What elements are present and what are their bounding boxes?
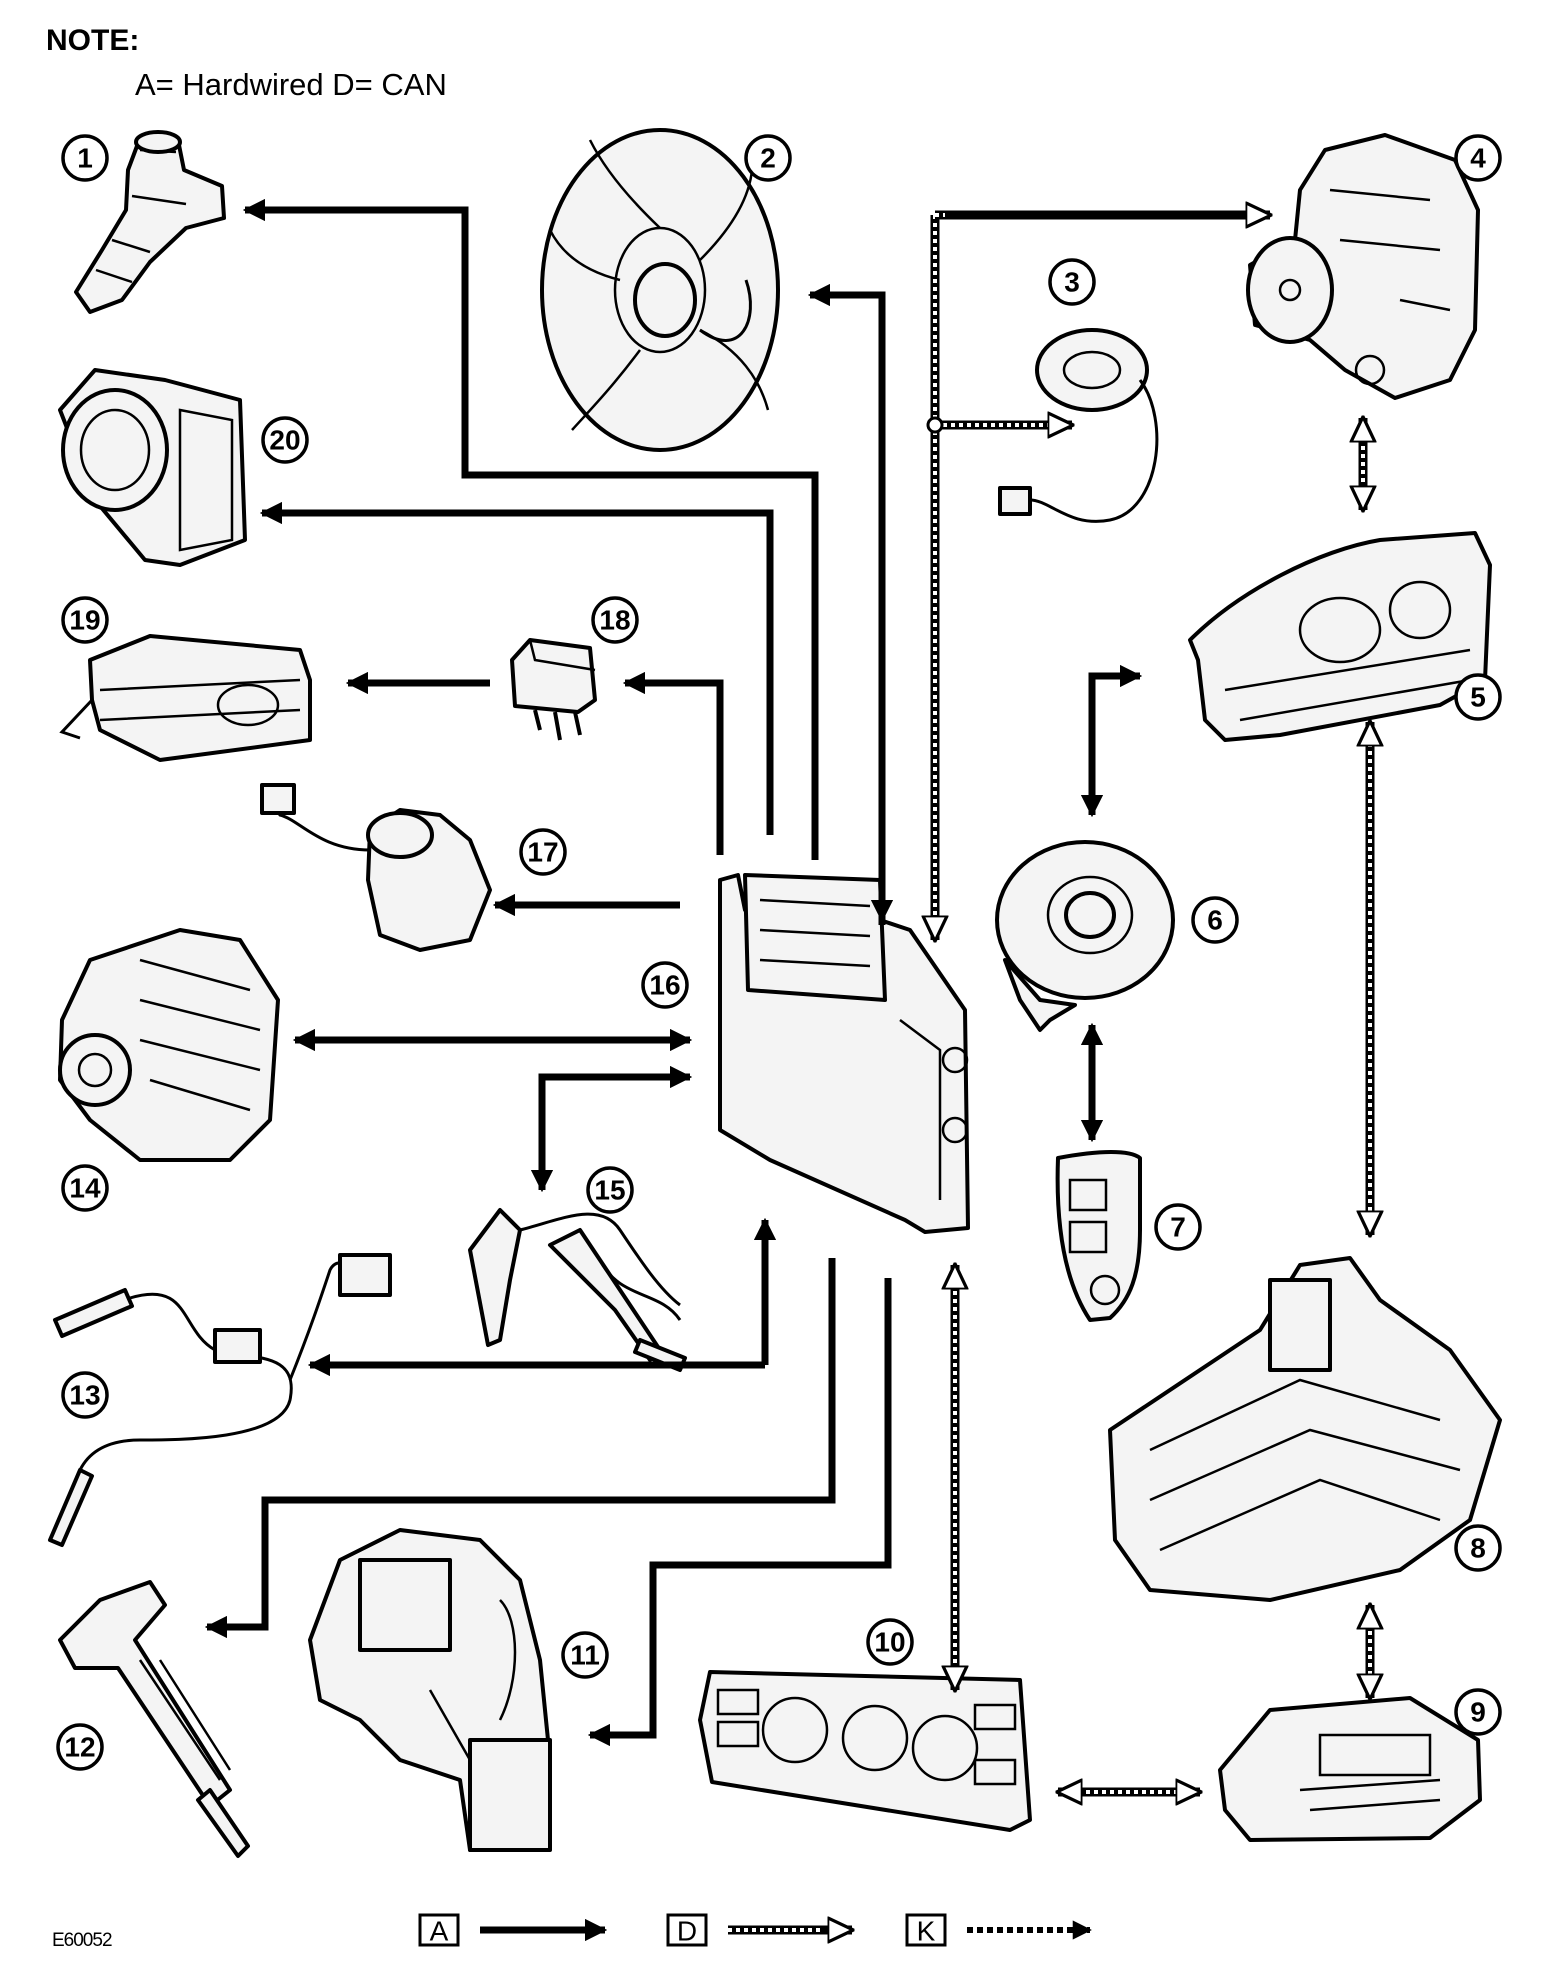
svg-text:14: 14 — [69, 1173, 101, 1204]
legend-item-d: D — [666, 1913, 852, 1947]
svg-text:6: 6 — [1207, 905, 1223, 936]
fuel-pump-icon — [308, 1528, 552, 1852]
svg-text:13: 13 — [69, 1380, 100, 1411]
svg-text:1: 1 — [77, 143, 93, 174]
relay-icon — [510, 638, 597, 741]
legend-item-k: K — [905, 1913, 1092, 1947]
label-15: 15 — [586, 1166, 634, 1214]
transmission-control-module-icon — [1108, 1256, 1502, 1602]
generator-icon — [58, 928, 280, 1162]
hardwired-connections — [204, 198, 1143, 1747]
component-labels: 1 2 3 4 5 6 7 8 9 10 11 12 13 14 15 16 1… — [56, 134, 1502, 1771]
throttle-body-icon — [58, 368, 247, 567]
svg-text:3: 3 — [1064, 267, 1080, 298]
label-8: 8 — [1454, 1524, 1502, 1572]
label-7: 7 — [1154, 1203, 1202, 1251]
label-1: 1 — [61, 134, 109, 182]
label-17: 17 — [519, 828, 567, 876]
oxygen-sensor-pair-icon — [468, 1208, 687, 1372]
label-19: 19 — [61, 596, 109, 644]
svg-text:9: 9 — [1470, 1697, 1486, 1728]
svg-text:19: 19 — [69, 605, 100, 636]
svg-text:D: D — [677, 1916, 697, 1947]
svg-text:11: 11 — [570, 1640, 600, 1671]
label-5: 5 — [1454, 673, 1502, 721]
module-icon — [59, 634, 312, 762]
svg-text:8: 8 — [1470, 1533, 1486, 1564]
label-18: 18 — [591, 596, 639, 644]
oxygen-sensor-icon — [48, 1253, 392, 1547]
svg-text:10: 10 — [874, 1627, 905, 1658]
label-9: 9 — [1454, 1688, 1502, 1736]
label-14: 14 — [61, 1164, 109, 1212]
can-connections — [928, 215, 1370, 1792]
svg-text:7: 7 — [1170, 1212, 1186, 1243]
svg-text:4: 4 — [1470, 143, 1486, 174]
svg-text:K: K — [917, 1916, 936, 1947]
legend-item-a: A — [418, 1913, 608, 1947]
cooling-fan-icon — [540, 128, 780, 452]
svg-text:5: 5 — [1470, 682, 1486, 713]
note-text: A= Hardwired D= CAN — [135, 67, 447, 102]
label-10: 10 — [866, 1618, 914, 1666]
ignition-coil-icon — [58, 1580, 250, 1858]
label-6: 6 — [1191, 896, 1239, 944]
abs-modulator-icon — [1246, 133, 1480, 400]
svg-text:2: 2 — [760, 143, 776, 174]
control-module-icon — [1218, 1696, 1482, 1842]
engine-control-module-icon — [718, 873, 970, 1234]
label-2: 2 — [744, 134, 792, 182]
legend: A D K — [418, 1913, 1092, 1947]
instrument-cluster-icon — [1188, 531, 1492, 742]
sensor-icon — [260, 783, 492, 952]
svg-text:18: 18 — [599, 605, 630, 636]
svg-text:20: 20 — [269, 425, 300, 456]
svg-text:16: 16 — [649, 970, 680, 1001]
steering-angle-sensor-icon — [998, 328, 1159, 523]
label-3: 3 — [1048, 258, 1096, 306]
label-11: 11 — [561, 1631, 609, 1679]
label-13: 13 — [61, 1371, 109, 1419]
clockspring-icon — [995, 840, 1175, 1032]
fuel-injector-icon — [74, 130, 226, 314]
svg-text:A: A — [430, 1916, 449, 1947]
label-12: 12 — [56, 1723, 104, 1771]
svg-text:12: 12 — [64, 1732, 95, 1763]
climate-control-panel-icon — [698, 1670, 1032, 1832]
label-4: 4 — [1454, 134, 1502, 182]
label-16: 16 — [641, 961, 689, 1009]
svg-text:17: 17 — [527, 837, 558, 868]
figure-id: E60052 — [52, 1930, 113, 1951]
label-20: 20 — [261, 416, 309, 464]
svg-text:15: 15 — [594, 1175, 625, 1206]
note-title: NOTE: — [46, 24, 140, 57]
steering-wheel-switch-icon — [1055, 1150, 1142, 1322]
